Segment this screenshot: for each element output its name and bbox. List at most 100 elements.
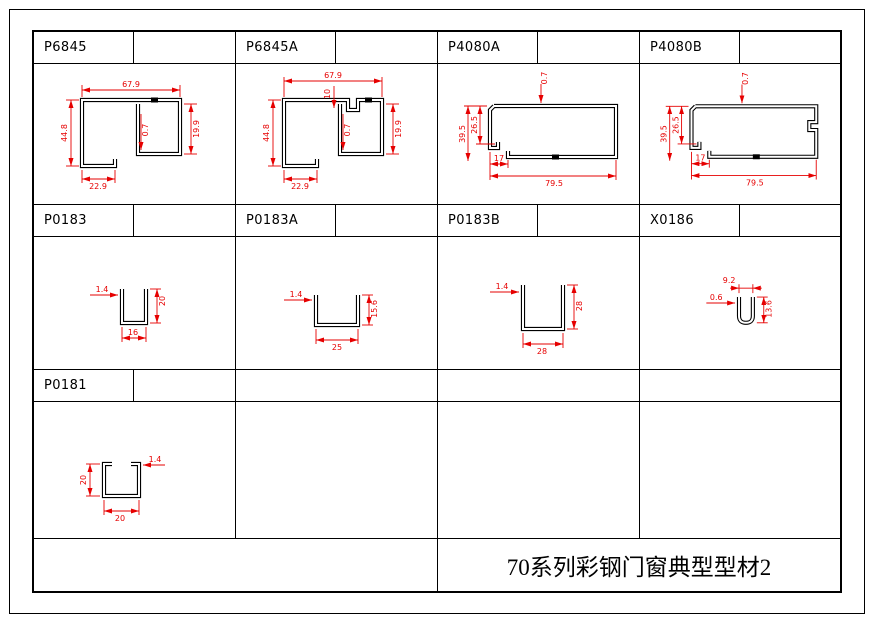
drawing-cell-x0186: 9.2 0.6 13.6 bbox=[640, 237, 840, 370]
profile-drawing-p0183a: 1.4 15.6 25 bbox=[284, 290, 379, 352]
profile-code-box: P0181 bbox=[34, 370, 134, 401]
header-cell-p6845a: P6845A bbox=[236, 32, 438, 64]
header-cell-p4080a: P4080A bbox=[438, 32, 640, 64]
profile-code-box: P6845A bbox=[236, 32, 336, 63]
profile-code: P0183 bbox=[44, 213, 87, 228]
drawing-cell-p0183a: 1.4 15.6 25 bbox=[236, 237, 438, 370]
dim-left-height: 44.8 bbox=[60, 124, 69, 142]
dim-foot-width: 22.9 bbox=[89, 182, 107, 191]
dim-height: 15.6 bbox=[370, 300, 379, 318]
profile-code-box: P0183B bbox=[438, 205, 538, 236]
header-cell-p0181: P0181 bbox=[34, 370, 236, 402]
drawing-cell-p0183: 1.4 20 16 bbox=[34, 237, 236, 370]
profile-table: P6845 P6845A P4080A P4080B bbox=[32, 30, 842, 593]
profile-code-box: P4080A bbox=[438, 32, 538, 63]
dim-width: 79.5 bbox=[545, 179, 563, 188]
profile-code-box: P0183A bbox=[236, 205, 336, 236]
profile-drawing-p0183b: 1.4 28 28 bbox=[490, 282, 584, 356]
profile-code-box: P4080B bbox=[640, 32, 740, 63]
dim-thickness: 0.6 bbox=[710, 293, 723, 302]
dim-inner-height: 26.5 bbox=[470, 116, 479, 134]
profile-code-box: P0183 bbox=[34, 205, 134, 236]
profile-outline bbox=[487, 103, 619, 160]
profile-code: P6845 bbox=[44, 40, 87, 55]
dimensions: 1.4 20 16 bbox=[90, 285, 167, 342]
drawing-cell-p0181: 20 1.4 20 bbox=[34, 402, 236, 539]
dim-thickness: 1.4 bbox=[290, 290, 303, 299]
title-row-empty-cell bbox=[34, 539, 438, 591]
drawing-cell-p4080a: 0.7 39.5 26.5 17 79.5 bbox=[438, 64, 640, 205]
profile-drawing-p4080b: 0.7 39.5 26.5 17 79.5 bbox=[660, 72, 819, 187]
profile-outline bbox=[520, 285, 566, 332]
drawing-cell-empty-2 bbox=[438, 402, 640, 539]
dim-width: 16 bbox=[128, 328, 138, 337]
dim-thickness: 0.7 bbox=[343, 124, 352, 137]
profile-outline bbox=[313, 295, 361, 328]
profile-outline bbox=[101, 461, 142, 499]
drawing-cell-p0183b: 1.4 28 28 bbox=[438, 237, 640, 370]
title-cell: 70系列彩钢门窗典型型材2 bbox=[438, 539, 840, 591]
drawing-cell-empty-3 bbox=[640, 402, 840, 539]
dim-thickness: 1.4 bbox=[496, 282, 509, 291]
profile-code: X0186 bbox=[650, 213, 694, 228]
profile-code: P4080A bbox=[448, 40, 501, 55]
header-cell-empty-2 bbox=[438, 370, 640, 402]
profile-code-box: X0186 bbox=[640, 205, 740, 236]
dim-left-height: 44.8 bbox=[262, 124, 271, 142]
header-cell-empty-3 bbox=[640, 370, 840, 402]
dim-top-width: 67.9 bbox=[324, 71, 342, 80]
dim-top-width: 67.9 bbox=[122, 80, 140, 89]
dim-outer-height: 39.5 bbox=[458, 125, 467, 143]
dim-width: 28 bbox=[537, 347, 547, 356]
profile-drawing-p6845: 67.9 44.8 22.9 0.7 19.9 bbox=[60, 80, 201, 191]
drawing-cell-empty-1 bbox=[236, 402, 438, 539]
dim-thickness: 0.7 bbox=[540, 72, 549, 85]
profile-outline bbox=[689, 104, 819, 160]
drawing-cell-p6845: 67.9 44.8 22.9 0.7 19.9 bbox=[34, 64, 236, 205]
profile-code-box: P6845 bbox=[34, 32, 134, 63]
profile-outline bbox=[281, 97, 385, 169]
header-cell-p0183a: P0183A bbox=[236, 205, 438, 237]
profile-drawing-p0181: 20 1.4 20 bbox=[79, 455, 165, 523]
dim-height: 28 bbox=[575, 301, 584, 311]
dim-width: 25 bbox=[332, 343, 342, 352]
dimensions: 20 1.4 20 bbox=[79, 455, 165, 523]
dimensions: 1.4 28 28 bbox=[490, 282, 584, 356]
dimensions: 9.2 0.6 13.6 bbox=[706, 276, 774, 324]
dim-top-width: 9.2 bbox=[723, 276, 736, 285]
drawing-cell-p6845a: 67.9 10 44.8 22.9 0.7 19 bbox=[236, 64, 438, 205]
header-cell-p0183b: P0183B bbox=[438, 205, 640, 237]
profile-drawing-p4080a: 0.7 39.5 26.5 17 79.5 bbox=[458, 72, 619, 188]
dim-left-height: 20 bbox=[79, 475, 88, 485]
dimensions: 1.4 15.6 25 bbox=[284, 290, 379, 352]
dimensions: 67.9 44.8 22.9 0.7 19.9 bbox=[60, 80, 201, 191]
header-cell-x0186: X0186 bbox=[640, 205, 840, 237]
dim-left-offset: 17 bbox=[695, 154, 705, 163]
dim-height: 13.6 bbox=[765, 300, 774, 318]
dimensions: 0.7 39.5 26.5 17 79.5 bbox=[660, 72, 817, 187]
dim-foot-width: 22.9 bbox=[291, 182, 309, 191]
dimensions: 67.9 10 44.8 22.9 0.7 19 bbox=[262, 71, 403, 191]
drawing-cell-p4080b: 0.7 39.5 26.5 17 79.5 bbox=[640, 64, 840, 205]
dim-thickness: 1.4 bbox=[96, 285, 109, 294]
profile-code: P0183B bbox=[448, 213, 501, 228]
profile-code: P0183A bbox=[246, 213, 299, 228]
dim-bottom-width: 20 bbox=[115, 514, 125, 523]
profile-code: P6845A bbox=[246, 40, 299, 55]
sheet-border bbox=[9, 9, 865, 614]
profile-outline bbox=[119, 289, 149, 326]
profile-drawing-p0183: 1.4 20 16 bbox=[90, 285, 167, 342]
profile-code: P0181 bbox=[44, 378, 87, 393]
dim-thickness: 0.7 bbox=[741, 72, 750, 85]
dim-thickness: 1.4 bbox=[149, 455, 162, 464]
dim-inner-height: 26.5 bbox=[672, 116, 681, 134]
dim-right-height: 19.9 bbox=[394, 120, 403, 138]
profile-outline bbox=[736, 297, 755, 325]
dim-notch-depth: 10 bbox=[323, 89, 332, 99]
dim-outer-height: 39.5 bbox=[660, 125, 669, 143]
dimensions: 0.7 39.5 26.5 17 79.5 bbox=[458, 72, 617, 188]
header-cell-p0183: P0183 bbox=[34, 205, 236, 237]
dim-left-offset: 17 bbox=[494, 154, 504, 163]
dim-height: 20 bbox=[158, 296, 167, 306]
